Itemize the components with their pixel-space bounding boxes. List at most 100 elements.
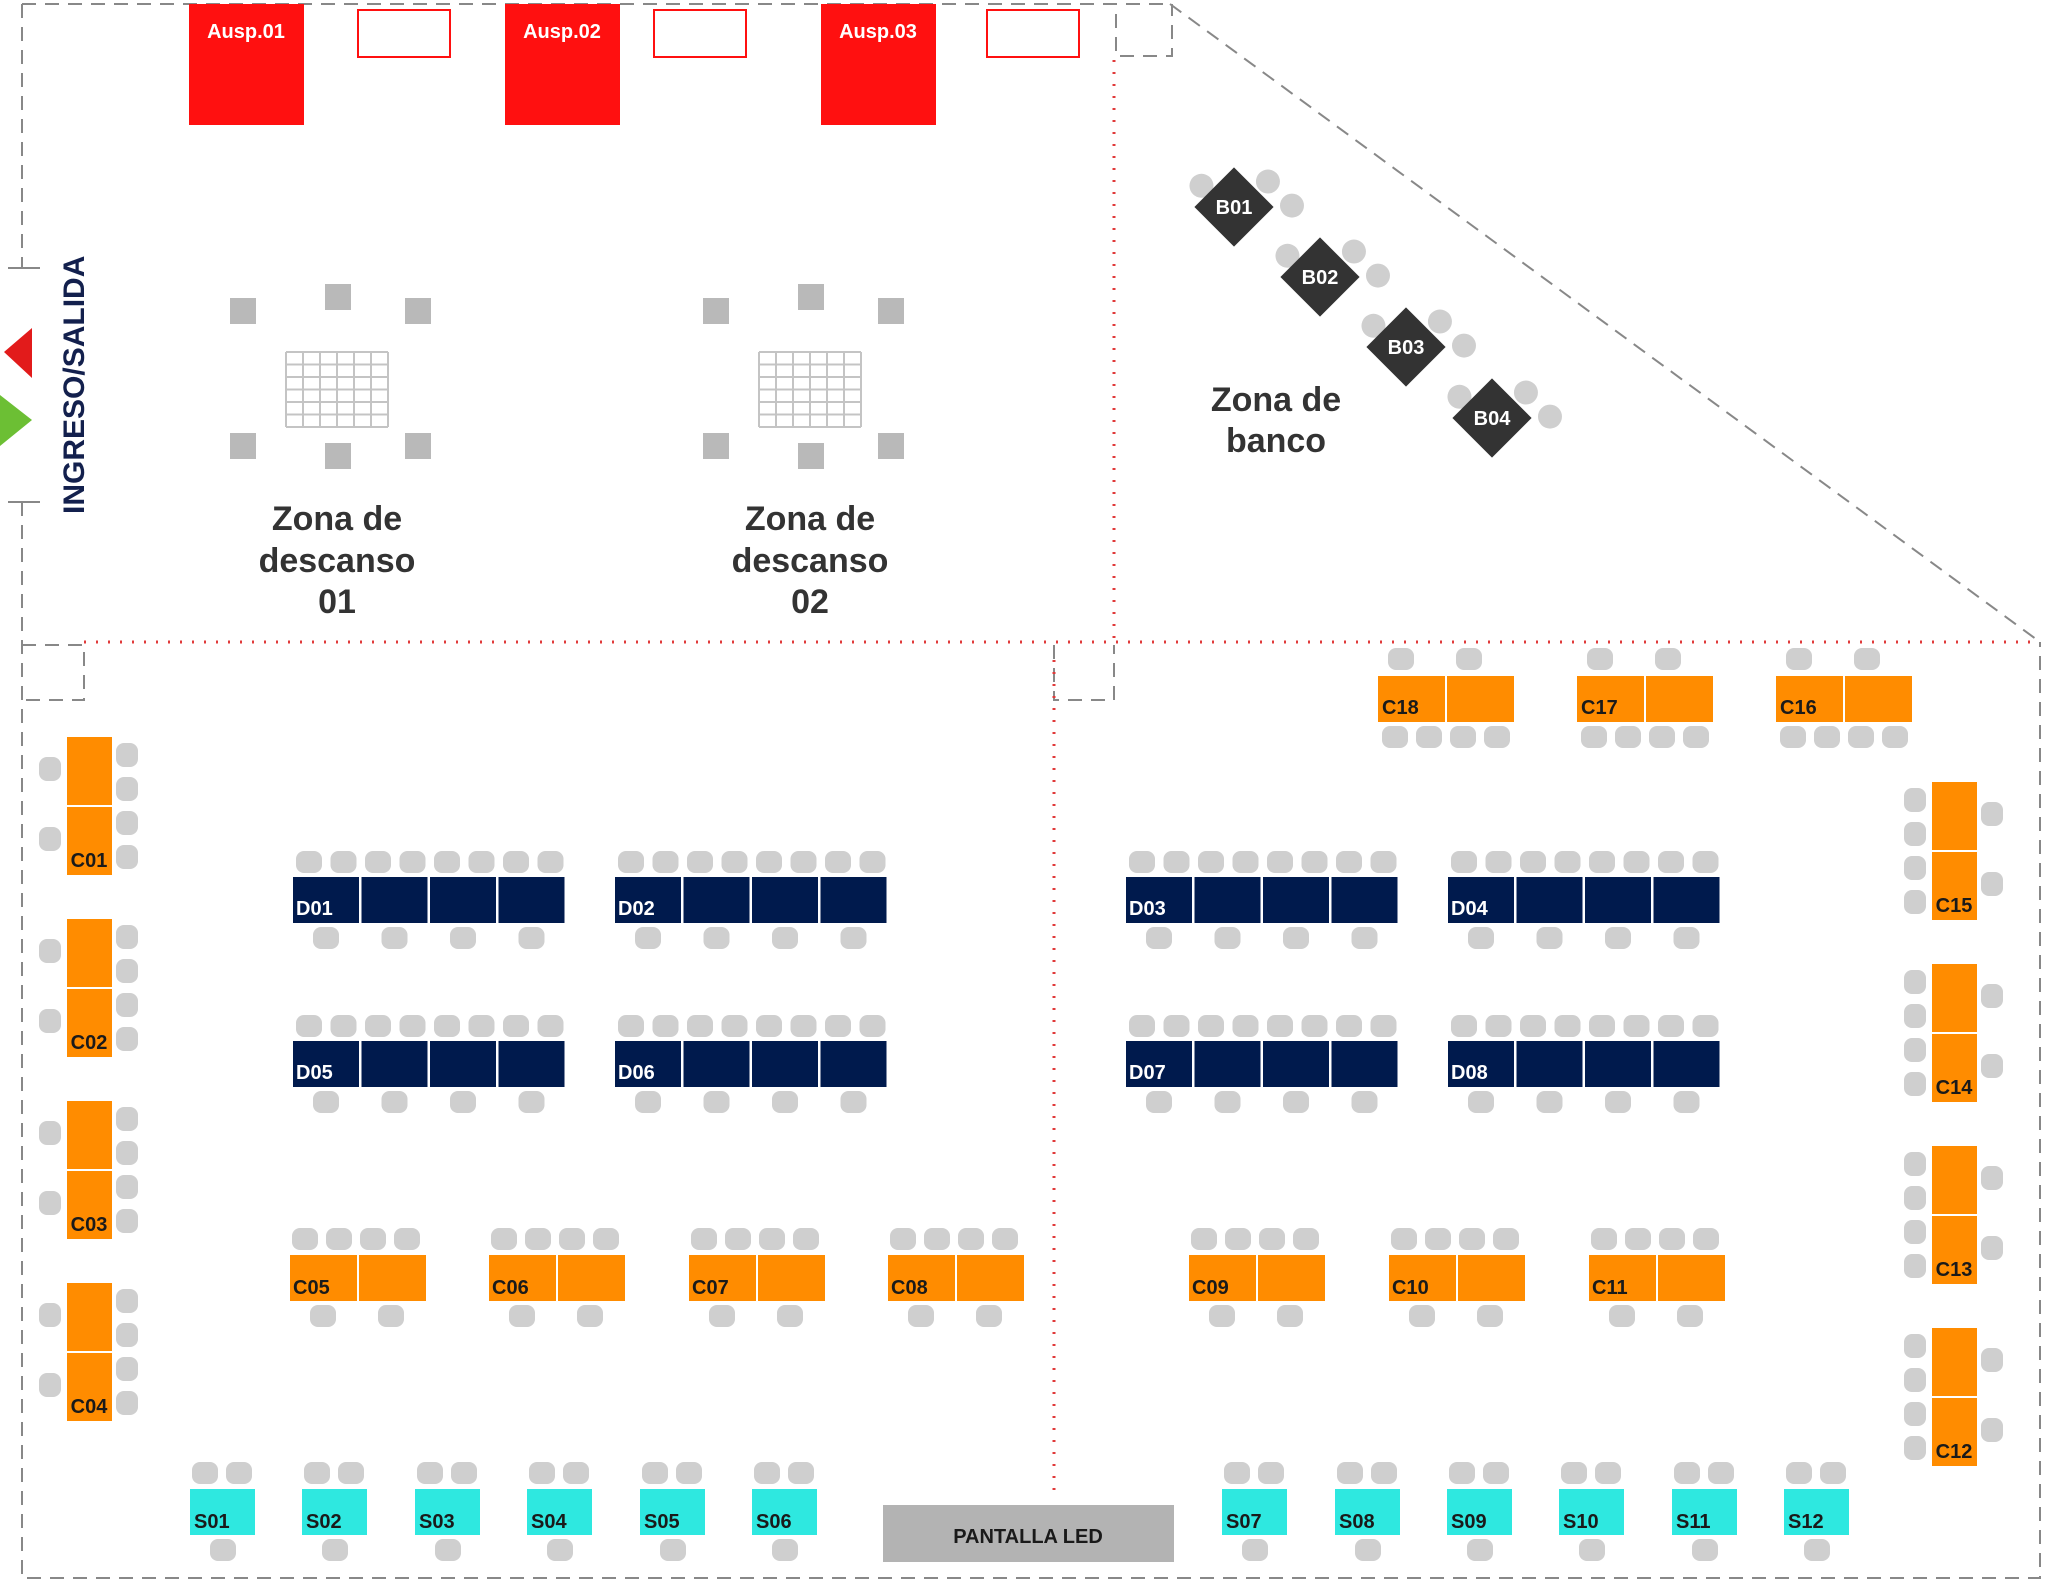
chair (1882, 726, 1908, 748)
single-table[interactable]: S04 (527, 1462, 592, 1561)
chair (313, 927, 339, 949)
double-table[interactable]: D03 (1126, 851, 1398, 949)
single-table[interactable]: S06 (752, 1462, 817, 1561)
sponsor-booth[interactable]: Ausp.03 (821, 4, 936, 125)
corporate-table[interactable]: C06 (489, 1228, 625, 1327)
corporate-table[interactable]: C13 (1904, 1146, 2003, 1284)
chair (1337, 1462, 1363, 1484)
corporate-table[interactable]: C01 (39, 737, 138, 875)
corporate-table[interactable]: C07 (689, 1228, 825, 1327)
sponsor-booth[interactable] (653, 9, 747, 58)
table-top (640, 1489, 705, 1535)
table-top (527, 1489, 592, 1535)
stool (325, 284, 351, 310)
chair (825, 851, 851, 873)
corporate-table[interactable]: C14 (1904, 964, 2003, 1102)
chair (39, 1373, 61, 1397)
bank-table[interactable]: B02 (1265, 203, 1395, 333)
single-table[interactable]: S05 (640, 1462, 705, 1561)
table-top (67, 1101, 112, 1169)
sponsor-booth[interactable]: Ausp.01 (189, 4, 304, 125)
chair (825, 1015, 851, 1037)
entry-arrow-icon (0, 395, 32, 446)
chair (772, 1091, 798, 1113)
sponsor-block (821, 4, 936, 125)
table-top (1126, 1041, 1192, 1087)
double-table[interactable]: D07 (1126, 1015, 1398, 1113)
corporate-table[interactable]: C05 (290, 1228, 426, 1327)
corporate-table[interactable]: C04 (39, 1283, 138, 1421)
chair (1589, 851, 1615, 873)
chair (1485, 1015, 1512, 1037)
table-top (1448, 877, 1514, 923)
chair (1904, 1152, 1926, 1176)
corporate-table[interactable]: C09 (1189, 1228, 1325, 1327)
single-table[interactable]: S08 (1335, 1462, 1400, 1561)
chair (840, 1091, 867, 1113)
bank-table[interactable]: B01 (1179, 133, 1309, 263)
chair (1904, 856, 1926, 880)
chair (660, 1539, 686, 1561)
chair (1275, 243, 1300, 268)
double-table[interactable]: D02 (615, 851, 887, 949)
table-top (1516, 877, 1583, 923)
chair (1649, 726, 1675, 748)
single-table[interactable]: S07 (1222, 1462, 1287, 1561)
corporate-table[interactable]: C18 (1378, 648, 1514, 748)
chair (116, 1175, 138, 1199)
single-table[interactable]: S03 (415, 1462, 480, 1561)
bank-table[interactable]: B04 (1437, 344, 1567, 474)
corporate-table[interactable]: C16 (1776, 648, 1912, 748)
corporate-table[interactable]: C17 (1577, 648, 1713, 748)
chair (1336, 851, 1362, 873)
double-table[interactable]: D04 (1448, 851, 1720, 949)
table-top (430, 1041, 496, 1087)
rest-zone-label: Zona de (745, 500, 875, 538)
chair (338, 1462, 364, 1484)
chair (1904, 890, 1926, 914)
double-table[interactable]: D06 (615, 1015, 887, 1113)
corporate-table[interactable]: C02 (39, 919, 138, 1057)
corporate-table[interactable]: C15 (1904, 782, 2003, 920)
single-table[interactable]: S11 (1672, 1462, 1737, 1561)
table-top (1932, 1034, 1977, 1102)
double-table[interactable]: D08 (1448, 1015, 1720, 1113)
corporate-table[interactable]: C08 (888, 1228, 1024, 1327)
sponsor-empty-slot (653, 9, 747, 58)
corporate-table[interactable]: C10 (1389, 1228, 1525, 1327)
sponsor-booth[interactable]: Ausp.02 (505, 4, 620, 125)
corporate-table[interactable]: C12 (1904, 1328, 2003, 1466)
venue-walls (8, 3, 2041, 1579)
chair (1981, 1348, 2003, 1372)
single-table[interactable]: S01 (190, 1462, 255, 1561)
corporate-table[interactable]: C03 (39, 1101, 138, 1239)
chair (1520, 851, 1546, 873)
chair (759, 1228, 785, 1250)
single-table[interactable]: S10 (1559, 1462, 1624, 1561)
double-table[interactable]: D05 (293, 1015, 565, 1113)
table-label: C14 (1936, 1077, 1974, 1099)
sponsor-booth[interactable] (986, 9, 1080, 58)
chair (1293, 1228, 1319, 1250)
double-table[interactable]: D01 (293, 851, 565, 949)
chair (1146, 1091, 1172, 1113)
single-table[interactable]: S12 (1784, 1462, 1849, 1561)
table-top (1577, 676, 1644, 722)
chair (1416, 726, 1442, 748)
table-top (820, 1041, 887, 1087)
table-top (1658, 1255, 1725, 1301)
chair (1371, 1462, 1397, 1484)
bank-table[interactable]: B03 (1351, 273, 1481, 403)
corporate-table[interactable]: C11 (1589, 1228, 1725, 1327)
chair (1904, 1368, 1926, 1392)
chair (1198, 1015, 1224, 1037)
table-label: D05 (296, 1062, 333, 1084)
sponsor-booth[interactable] (357, 9, 451, 58)
chair (790, 1015, 817, 1037)
single-table[interactable]: S02 (302, 1462, 367, 1561)
table-label: S08 (1339, 1511, 1375, 1533)
chair (772, 1539, 798, 1561)
single-table[interactable]: S09 (1447, 1462, 1512, 1561)
chair (756, 1015, 782, 1037)
